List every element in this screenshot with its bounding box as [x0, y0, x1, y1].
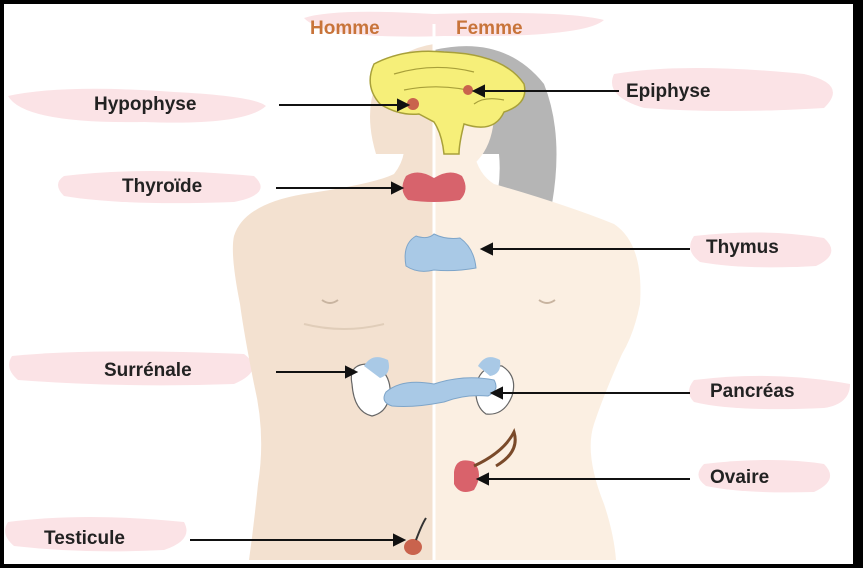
label-epiphyse: Epiphyse [626, 81, 710, 103]
testicle [404, 539, 422, 555]
label-surrenale: Surrénale [104, 360, 192, 382]
label-pancreas: Pancréas [710, 381, 795, 403]
label-thyroide: Thyroïde [122, 176, 202, 198]
label-thymus: Thymus [706, 237, 779, 259]
header-homme: Homme [310, 18, 380, 40]
header-femme: Femme [456, 18, 523, 40]
label-ovaire: Ovaire [710, 467, 769, 489]
pituitary-gland [407, 98, 419, 110]
label-hypophyse: Hypophyse [94, 94, 196, 116]
female-body [434, 152, 640, 560]
diagram-canvas: Homme Femme Hypophyse Epiphyse Thyroïde … [4, 4, 853, 564]
label-testicule: Testicule [44, 528, 125, 550]
pineal-gland [463, 85, 473, 95]
